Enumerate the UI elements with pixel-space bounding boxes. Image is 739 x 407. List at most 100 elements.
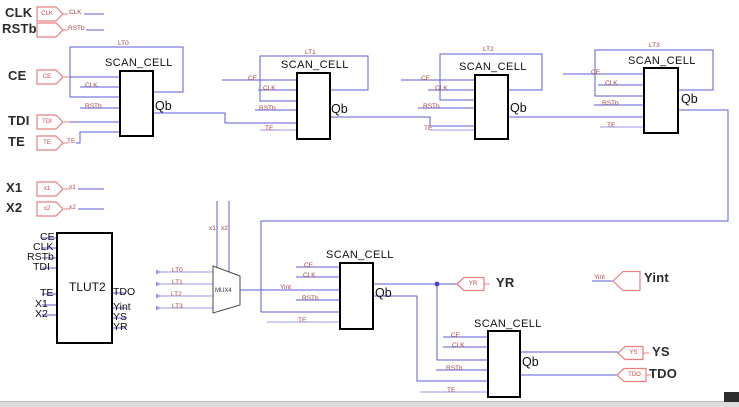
cell-title: SCAN_CELL	[326, 249, 394, 261]
pin-net-label: RSTb	[446, 365, 463, 372]
scan-cell-1-box[interactable]	[119, 70, 154, 137]
scrollbar-corner	[724, 392, 739, 402]
scan-cell-3-box[interactable]	[474, 74, 509, 140]
wire-scanchain[interactable]	[373, 295, 488, 382]
pin-net-label: TE	[298, 317, 307, 324]
pin-net-label: RSTb	[602, 100, 619, 107]
scan-cell-6-box[interactable]	[487, 330, 521, 398]
cell-title: SCAN_CELL	[474, 318, 542, 330]
wire-scanchain[interactable]	[153, 112, 297, 124]
scan-cell-2-box[interactable]	[296, 72, 331, 140]
qb-label: Qb	[331, 102, 348, 116]
pin-net-label: CLK	[263, 85, 276, 92]
port-label-clk: CLK	[5, 5, 33, 20]
pin-net-label: CE	[304, 262, 314, 269]
wire-yr-branch[interactable]	[436, 284, 488, 361]
mux-sel-x2: x2	[221, 225, 228, 232]
wire-loop-lt1[interactable]	[259, 55, 369, 102]
tlut2-pin-clk: CLK	[33, 241, 54, 253]
port-label-yr: YR	[496, 275, 515, 290]
port-symbol-clk[interactable]	[36, 6, 64, 22]
port-label-x2: X2	[6, 200, 23, 215]
scan-cell-5-box[interactable]	[339, 262, 374, 330]
port-symbol-rstb[interactable]	[36, 22, 64, 38]
wire-loop-lt3[interactable]	[594, 49, 714, 97]
pin-net-label: CE	[248, 75, 258, 82]
wire-loop-lt0[interactable]	[69, 46, 184, 98]
port-text-x1: x1	[43, 186, 51, 192]
pin-net-label: CE	[591, 69, 601, 76]
mux-in-lt0: LT0	[172, 267, 183, 274]
port-symbol-yr[interactable]	[456, 276, 485, 292]
net-label-te: TE	[67, 138, 76, 145]
port-symbol-x2[interactable]	[36, 201, 64, 217]
port-label-tdi: TDI	[8, 113, 30, 128]
port-text-te: TE	[43, 140, 51, 146]
mux-in-lt2: LT2	[171, 291, 182, 298]
tlut2-pin-x1: X1	[35, 298, 48, 310]
port-symbol-ce[interactable]	[36, 69, 64, 85]
pin-net-label: CLK	[303, 272, 316, 279]
qb-label: Qb	[522, 355, 539, 369]
net-label-lt2: LT2	[483, 46, 494, 53]
pin-net-label: TE	[447, 387, 456, 394]
tlut2-pin-tdo: TDO	[113, 286, 136, 298]
net-label-lt0: LT0	[118, 40, 129, 47]
tlut2-box[interactable]	[56, 232, 113, 344]
net-label-x2: x2	[69, 204, 76, 211]
wire-te-net[interactable]	[76, 131, 120, 144]
pin-net-label: TE	[265, 125, 274, 132]
wire-scanchain-long[interactable]	[260, 109, 729, 313]
wire-scanchain[interactable]	[330, 116, 475, 127]
net-label-lt1: LT1	[305, 49, 316, 56]
mux-in-lt1: LT1	[172, 279, 183, 286]
junction-dot	[434, 281, 440, 287]
pin-net-label: CLK	[452, 342, 465, 349]
scrollbar-track[interactable]	[0, 401, 739, 407]
port-text-clk: CLK	[41, 11, 53, 17]
port-text-tdi: TDI	[42, 119, 52, 125]
mux4-label: MUX4	[215, 288, 232, 294]
tlut2-pin-ce: CE	[40, 231, 55, 243]
port-text-tdo: TDO	[628, 372, 641, 378]
pin-net-label-yint: Yint	[280, 284, 291, 291]
port-text-x2: x2	[43, 206, 51, 212]
pin-net-label: CE	[421, 75, 431, 82]
pin-net-label: CLK	[85, 82, 98, 89]
mux4-body[interactable]	[212, 265, 241, 314]
port-text-ys: YS	[629, 350, 638, 356]
mux-in-lt3: LT3	[172, 303, 183, 310]
dangle-arrow-icon	[156, 269, 161, 275]
scan-cell-4-box[interactable]	[643, 67, 679, 134]
port-symbol-tdi[interactable]	[36, 114, 64, 130]
pin-net-label: RSTb	[259, 105, 276, 112]
tlut2-pin-tdi: TDI	[33, 261, 50, 273]
tlut2-pin-ys: YS	[113, 311, 128, 323]
tlut2-title: TLUT2	[69, 280, 106, 294]
wires[interactable]	[42, 13, 729, 393]
port-text-yr: YR	[468, 281, 478, 287]
tlut2-pin-te: TE	[40, 287, 54, 299]
port-label-ys: YS	[652, 344, 670, 359]
port-symbol-tdo[interactable]	[616, 367, 647, 383]
pin-net-label: RSTb	[302, 295, 319, 302]
qb-label: Qb	[681, 92, 698, 106]
port-symbol-x1[interactable]	[36, 181, 64, 197]
cell-title: SCAN_CELL	[281, 59, 349, 71]
port-label-te: TE	[8, 134, 26, 149]
pin-net-label: TE	[607, 122, 616, 129]
port-symbol-yint[interactable]	[612, 270, 641, 292]
cell-title: SCAN_CELL	[628, 55, 696, 67]
pin-net-label: CLK	[605, 80, 618, 87]
wire-loop-lt2[interactable]	[439, 53, 543, 101]
tlut2-pin-yint: Yint	[113, 301, 131, 313]
port-symbol-te[interactable]	[36, 135, 64, 151]
pin-net-label: CLK	[435, 85, 448, 92]
dangle-arrow-icon	[156, 293, 161, 299]
pin-net-label: RSTb	[423, 103, 440, 110]
cell-title: SCAN_CELL	[105, 57, 173, 69]
tlut2-pin-rstb: RSTb	[27, 251, 54, 263]
port-symbol-ys[interactable]	[617, 345, 644, 361]
